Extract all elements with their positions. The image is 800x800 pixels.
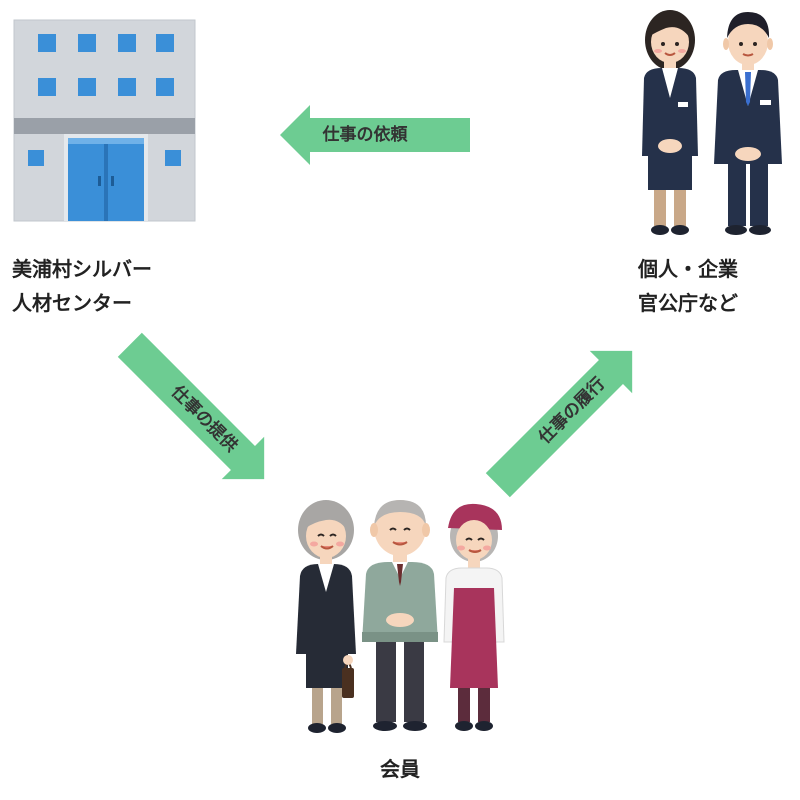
arrow-request-label: 仕事の依頼 [322, 125, 408, 145]
clients-label-line1: 個人・企業 [638, 257, 738, 281]
arrow-request-shape [280, 105, 470, 165]
senior-man-workwear-figure [362, 500, 438, 731]
center-label-line2: 人材センター [12, 291, 132, 315]
businessman-figure [714, 12, 782, 235]
senior-workers-icon [296, 492, 508, 738]
center-label: 美浦村シルバー 人材センター [12, 252, 152, 320]
arrow-perform-shape [485, 350, 633, 498]
clients-label-line2: 官公庁など [638, 291, 738, 315]
senior-woman-apron-figure [443, 503, 505, 731]
members-label-text: 会員 [380, 757, 420, 781]
businesswoman-figure [642, 10, 698, 235]
center-label-line1: 美浦村シルバー [12, 257, 152, 281]
senior-woman-suit-figure [296, 500, 356, 733]
clients-label: 個人・企業 官公庁など [638, 252, 738, 320]
business-people-icon [636, 6, 786, 238]
office-building-icon [12, 18, 197, 223]
members-label: 会員 [380, 752, 420, 786]
arrow-provide-shape [117, 332, 265, 480]
